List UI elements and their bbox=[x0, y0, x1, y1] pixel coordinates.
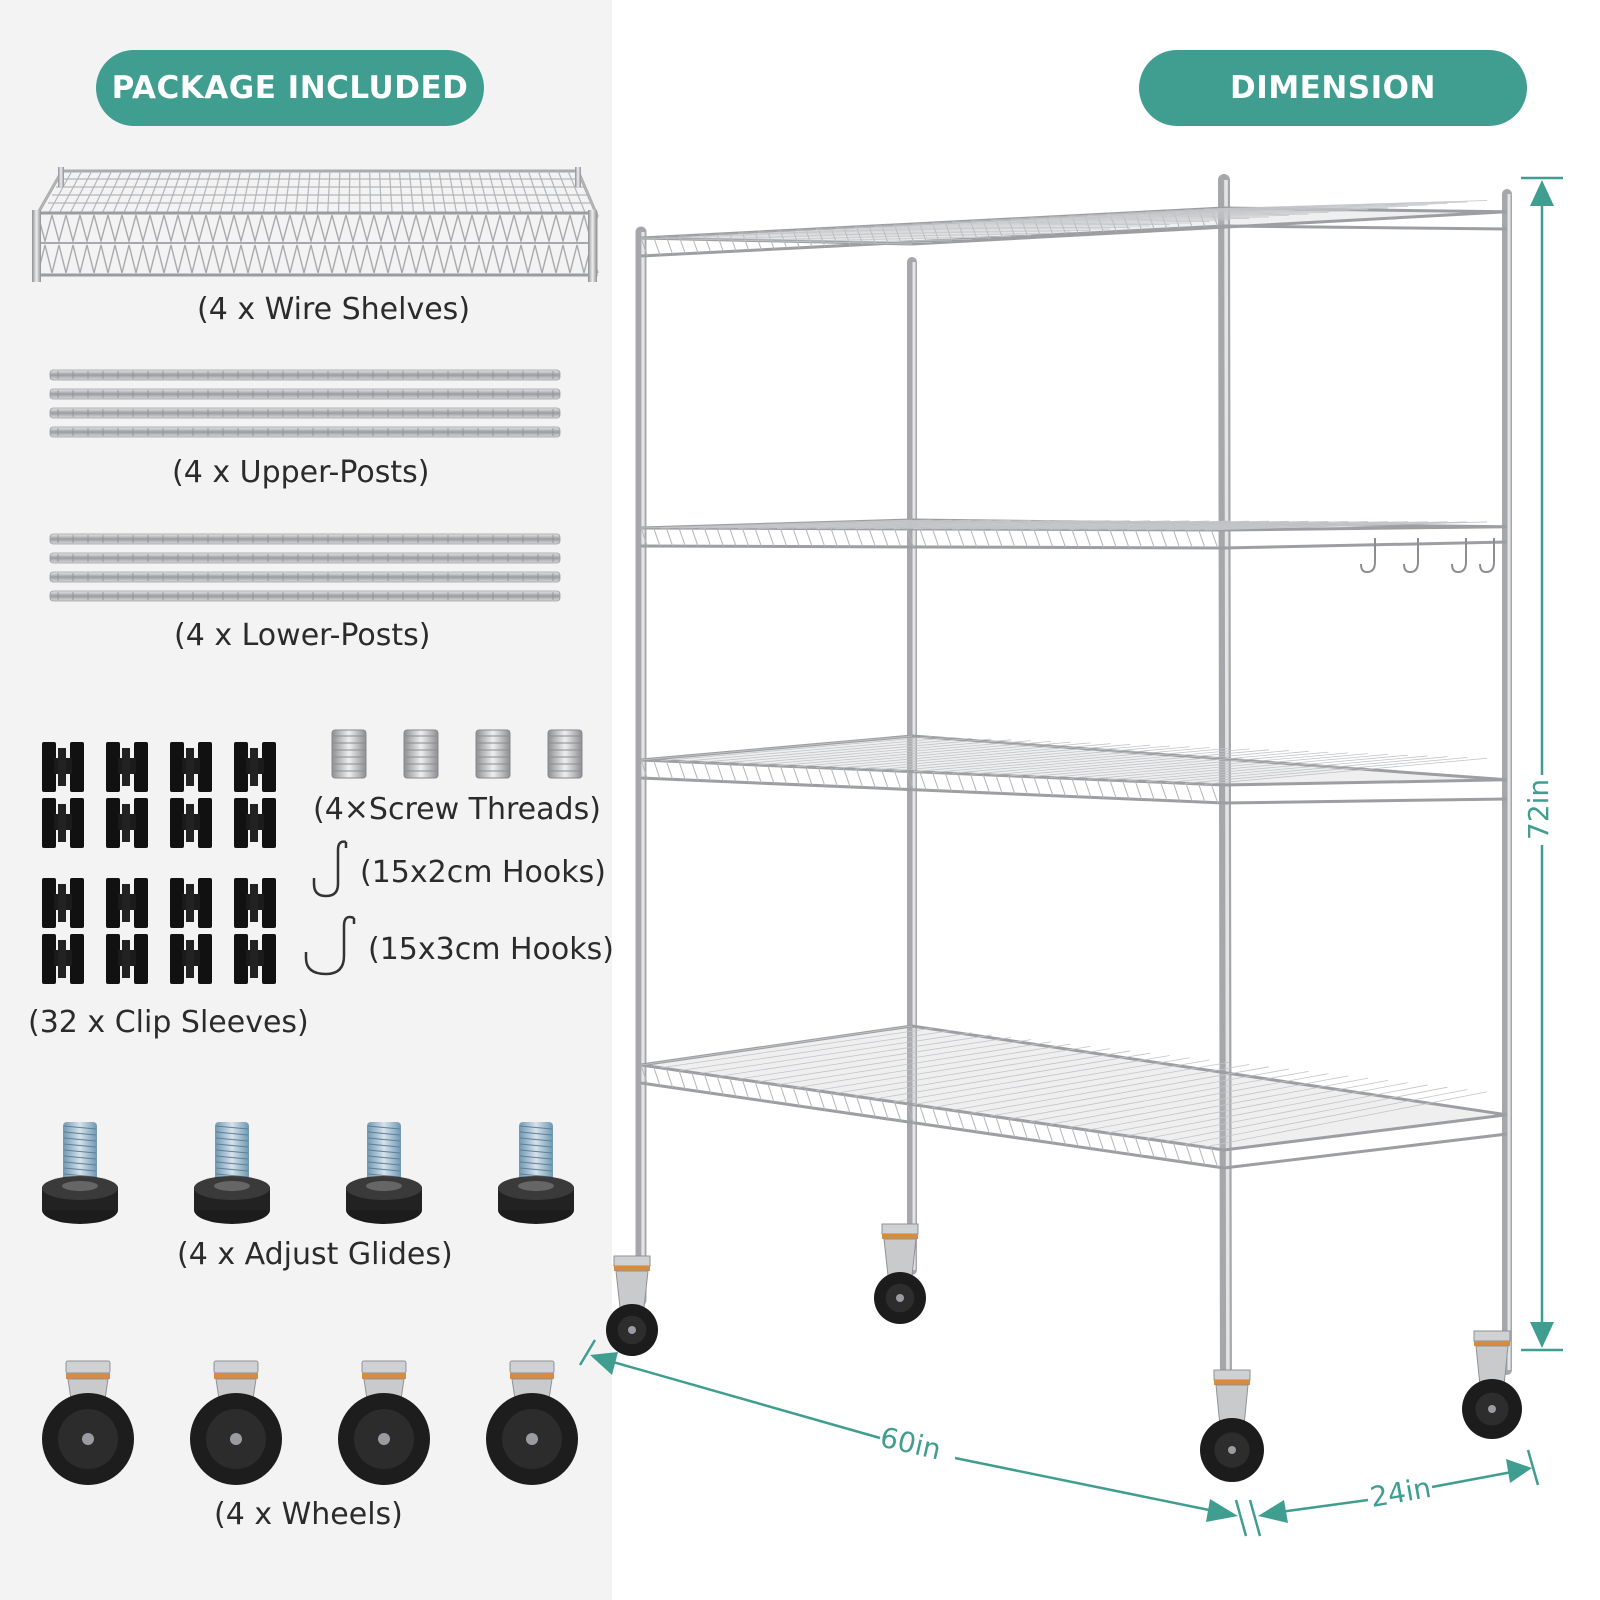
adjust-glide bbox=[194, 1122, 270, 1224]
wheel bbox=[190, 1360, 282, 1485]
post bbox=[49, 369, 561, 381]
post bbox=[49, 533, 561, 545]
screw-thread bbox=[403, 729, 439, 779]
rack-caster bbox=[874, 1223, 926, 1324]
hooks-small-caption: (15x2cm Hooks) bbox=[360, 855, 606, 890]
clip-sleeves-image bbox=[42, 742, 276, 984]
package-included-badge: PACKAGE INCLUDED bbox=[96, 50, 484, 126]
post bbox=[49, 552, 561, 564]
rack-caster bbox=[606, 1255, 658, 1356]
hook-small-icon bbox=[312, 840, 348, 898]
rack-shelf bbox=[640, 200, 1508, 258]
clip-sleeve bbox=[106, 798, 148, 848]
clip-sleeve bbox=[106, 742, 148, 792]
clip-sleeve bbox=[42, 798, 84, 848]
rack-caster bbox=[1462, 1330, 1522, 1439]
upper-posts-caption: (4 x Upper-Posts) bbox=[172, 455, 430, 490]
clip-sleeve bbox=[170, 742, 212, 792]
adjust-glides-image bbox=[42, 1122, 574, 1224]
wheels-image bbox=[42, 1360, 578, 1485]
clip-sleeve bbox=[106, 934, 148, 984]
lower-posts-image bbox=[49, 533, 561, 602]
clip-sleeve bbox=[42, 878, 84, 928]
clip-sleeve bbox=[170, 934, 212, 984]
hooks-large-caption: (15x3cm Hooks) bbox=[368, 932, 614, 967]
post bbox=[49, 571, 561, 583]
wheel bbox=[486, 1360, 578, 1485]
wheels-caption: (4 x Wheels) bbox=[214, 1497, 403, 1532]
adjust-glide bbox=[346, 1122, 422, 1224]
clip-sleeve bbox=[170, 878, 212, 928]
dimension-badge: DIMENSION bbox=[1139, 50, 1527, 126]
clip-sleeves-caption: (32 x Clip Sleeves) bbox=[28, 1005, 309, 1040]
clip-sleeve bbox=[234, 878, 276, 928]
rack-shelf bbox=[640, 518, 1508, 550]
clip-sleeve bbox=[106, 878, 148, 928]
screw-thread bbox=[475, 729, 511, 779]
clip-sleeve bbox=[234, 798, 276, 848]
rack-hook bbox=[1479, 538, 1495, 574]
adjust-glide bbox=[498, 1122, 574, 1224]
screw-thread bbox=[547, 729, 583, 779]
post bbox=[49, 407, 561, 419]
clip-sleeve bbox=[170, 798, 212, 848]
screw-threads-image bbox=[331, 729, 583, 779]
screw-thread bbox=[331, 729, 367, 779]
hook-large-icon bbox=[304, 915, 356, 976]
rack-shelf bbox=[640, 734, 1508, 805]
wheel bbox=[42, 1360, 134, 1485]
adjust-glide bbox=[42, 1122, 118, 1224]
clip-sleeve bbox=[42, 934, 84, 984]
post bbox=[49, 426, 561, 438]
screw-threads-caption: (4×Screw Threads) bbox=[313, 792, 601, 827]
rack-shelf bbox=[640, 1024, 1508, 1170]
rack-hook bbox=[1360, 538, 1376, 574]
upper-posts-image bbox=[49, 369, 561, 438]
rack-hook bbox=[1403, 538, 1419, 574]
wire-shelves-caption: (4 x Wire Shelves) bbox=[197, 292, 471, 327]
rack-hook bbox=[1451, 538, 1467, 574]
post bbox=[49, 388, 561, 400]
clip-sleeve bbox=[42, 742, 84, 792]
post bbox=[49, 590, 561, 602]
wheel bbox=[338, 1360, 430, 1485]
adjust-glides-caption: (4 x Adjust Glides) bbox=[177, 1237, 453, 1272]
clip-sleeve bbox=[234, 742, 276, 792]
rack-post bbox=[1218, 174, 1232, 1426]
clip-sleeve bbox=[234, 934, 276, 984]
lower-posts-caption: (4 x Lower-Posts) bbox=[174, 618, 431, 653]
rack-caster bbox=[1200, 1369, 1264, 1482]
wire-shelf-image bbox=[32, 167, 599, 282]
